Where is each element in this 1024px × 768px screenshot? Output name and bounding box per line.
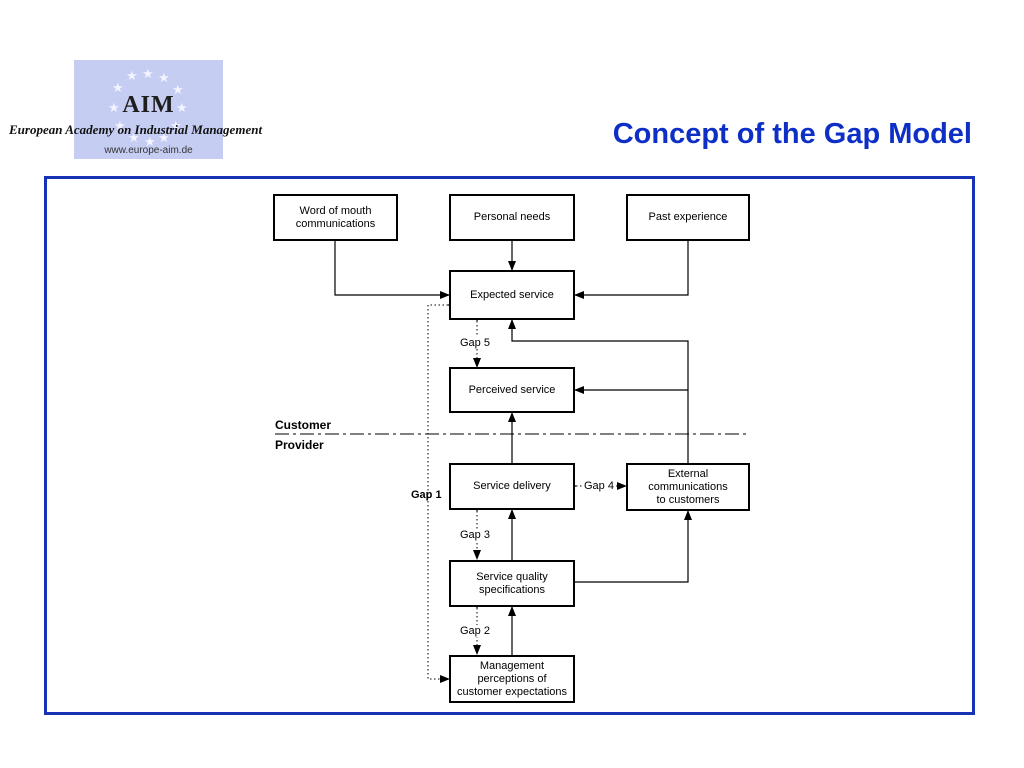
star-icon: ★: [158, 71, 170, 86]
star-icon: ★: [142, 67, 154, 82]
page-title: Concept of the Gap Model: [612, 118, 972, 150]
star-icon: ★: [176, 101, 188, 116]
gap4-label: Gap 4: [584, 480, 614, 492]
star-icon: ★: [172, 83, 184, 98]
star-icon: ★: [108, 101, 120, 116]
gap5-label: Gap 5: [460, 337, 490, 349]
gap1-label: Gap 1: [411, 489, 442, 501]
gap2-label: Gap 2: [460, 625, 490, 637]
star-icon: ★: [112, 81, 124, 96]
star-icon: ★: [144, 135, 156, 150]
expected-service-box: Expected service: [449, 270, 575, 320]
service-delivery-box: Service delivery: [449, 463, 575, 510]
star-icon: ★: [170, 119, 182, 134]
aim-logo: ★ ★ ★ ★ ★ ★ ★ ★ ★ ★ ★ ★ AIM: [74, 60, 223, 159]
past-experience-connector: [574, 241, 689, 299]
perceived-service-box: Perceived service: [449, 367, 575, 413]
gap3-label: Gap 3: [460, 529, 490, 541]
provider-zone-label: Provider: [275, 438, 324, 452]
external-to-expected-connector: [508, 319, 689, 463]
personal-needs-box: Personal needs: [449, 194, 575, 241]
gap1-arrow: [427, 301, 457, 683]
star-icon: ★: [114, 119, 126, 134]
past-experience-box: Past experience: [626, 194, 750, 241]
word-of-mouth-connector: [334, 241, 450, 299]
specs-to-external-connector: [575, 510, 692, 583]
star-icon: ★: [128, 131, 140, 146]
logo-academy-name: European Academy on Industrial Managemen…: [9, 122, 263, 137]
star-icon: ★: [158, 131, 170, 146]
logo-mark: AIM: [122, 92, 175, 118]
star-icon: ★: [126, 69, 138, 84]
diagram-frame: [44, 176, 975, 715]
logo-url: www.europe-aim.de: [104, 145, 193, 156]
customer-zone-label: Customer: [275, 418, 332, 432]
